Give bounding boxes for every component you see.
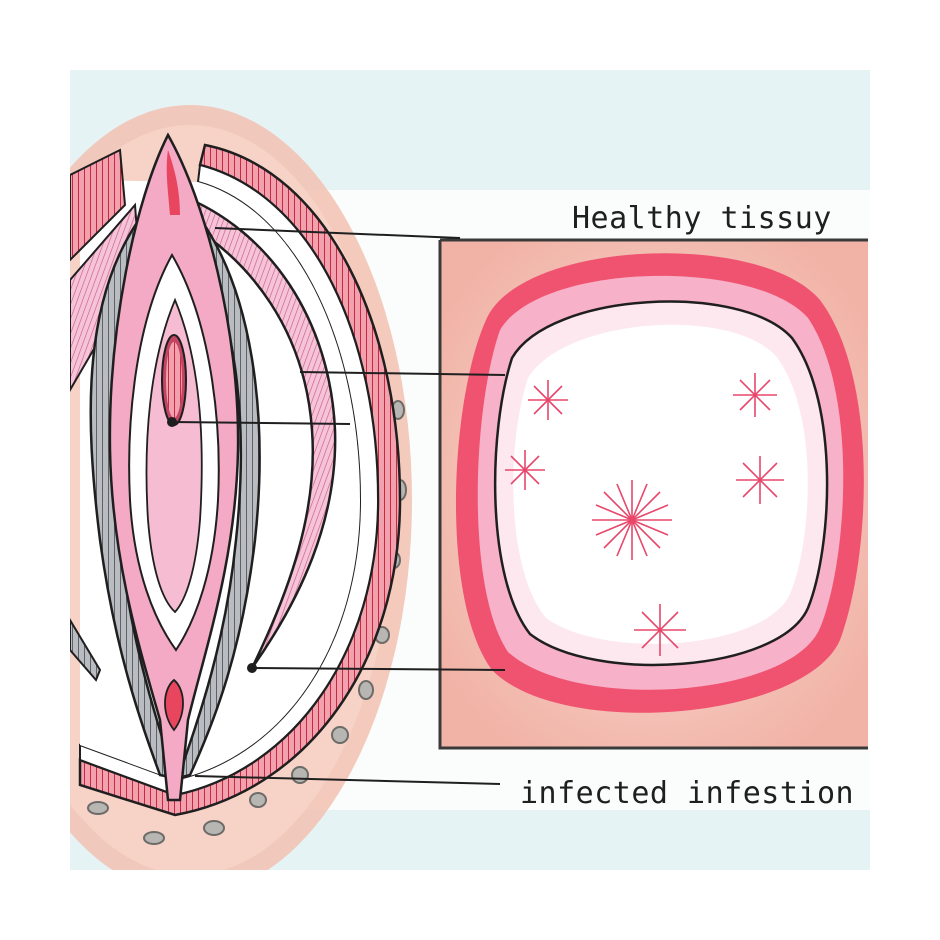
leader-line-3 bbox=[171, 421, 351, 425]
microscopic-tissue-section-illustration-icon bbox=[438, 238, 868, 750]
leader-line-4 bbox=[251, 667, 506, 671]
leader-lines bbox=[167, 227, 506, 785]
leader-dot-2 bbox=[247, 663, 257, 673]
infected-infection-label: infected infestion bbox=[520, 776, 854, 811]
leader-line-2 bbox=[299, 371, 506, 376]
leader-line-5 bbox=[194, 775, 501, 785]
anatomical-cross-section-illustration-icon bbox=[70, 105, 412, 870]
leader-dot-1 bbox=[167, 417, 177, 427]
healthy-tissue-label: Healthy tissuy bbox=[572, 201, 832, 236]
leader-line-1 bbox=[214, 227, 461, 239]
